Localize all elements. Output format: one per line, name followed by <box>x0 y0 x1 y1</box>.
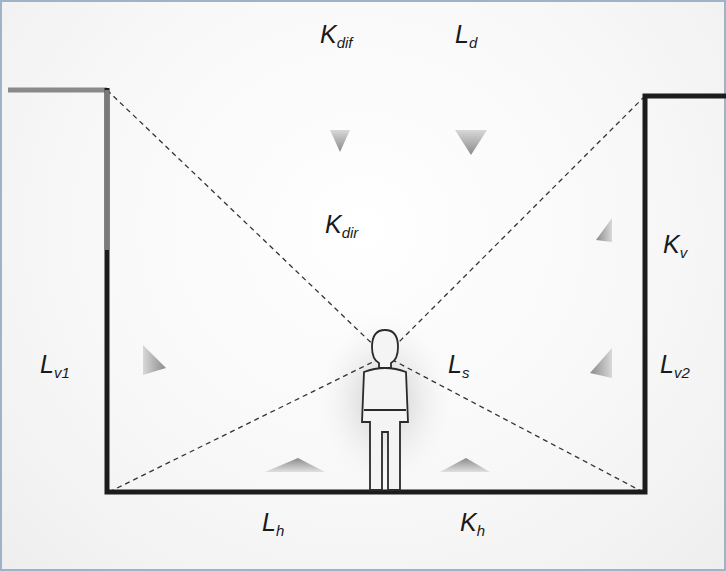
l-h-label: Lh <box>262 510 284 538</box>
l-s-label: Ls <box>448 352 469 380</box>
k-v-label: Kv <box>663 232 687 260</box>
k-h-label: Kh <box>460 510 485 538</box>
person-figure <box>362 330 408 490</box>
l-d-label: Ld <box>455 22 477 50</box>
l-v1-label: Lv1 <box>40 352 70 380</box>
l-v2-label: Lv2 <box>660 352 690 380</box>
k-dif-label: Kdif <box>320 22 353 50</box>
k-dir-label: Kdir <box>325 212 358 240</box>
